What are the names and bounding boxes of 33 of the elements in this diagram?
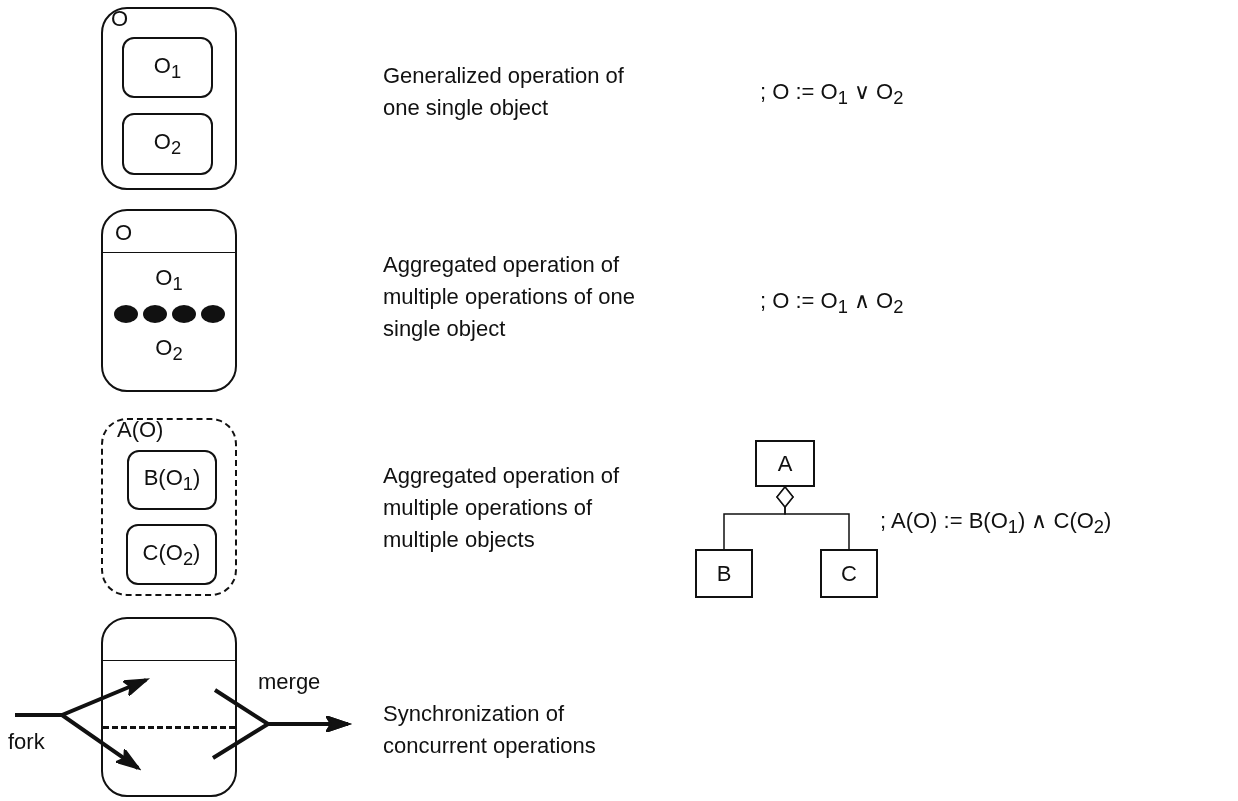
description-text: Aggregated operation of multiple operations of multiple objects — [383, 462, 621, 554]
formula: ; O := O$_{1}$ ∨ O$_{2}$ — [760, 78, 904, 111]
node-label: O$_{1}$ — [153, 53, 182, 82]
dashed-rounded-box — [101, 418, 237, 596]
class-box — [755, 440, 815, 487]
arrow — [15, 713, 141, 770]
node-label: O$_{2}$ — [155, 336, 183, 365]
rounded-box — [127, 450, 217, 510]
node-label: C(O$_{2}$) — [142, 540, 201, 569]
rounded-box — [101, 7, 237, 190]
rounded-box — [122, 37, 213, 98]
node-title: O — [111, 7, 129, 32]
rounded-box — [126, 524, 217, 585]
formula: ; O := O$_{1}$ ∧ O$_{2}$ — [760, 287, 904, 320]
node-title: A(O) — [117, 418, 164, 443]
node-label: A — [777, 451, 793, 476]
rounded-box — [101, 209, 237, 392]
rounded-box — [101, 617, 237, 797]
description-text: Synchronization of concurrent operations — [383, 700, 597, 760]
node-label: C — [841, 561, 857, 586]
node-label: B(O$_{1}$) — [143, 465, 201, 495]
aggregation-line — [776, 486, 850, 550]
node-label: B — [716, 561, 732, 586]
class-box — [695, 549, 753, 598]
formula: ; A(O) := B(O$_{1}$) ∧ C(O$_{2}$) — [880, 507, 1112, 540]
description-text: Generalized operation of one single object — [383, 62, 625, 122]
description-text: Aggregated operation of multiple operations of one single object — [383, 251, 636, 343]
node-label: O$_{1}$ — [155, 266, 183, 295]
rounded-box — [122, 113, 213, 175]
node-title: O — [115, 221, 133, 246]
arrow — [211, 715, 351, 760]
node-label: O$_{2}$ — [153, 129, 182, 159]
class-box — [820, 549, 878, 598]
